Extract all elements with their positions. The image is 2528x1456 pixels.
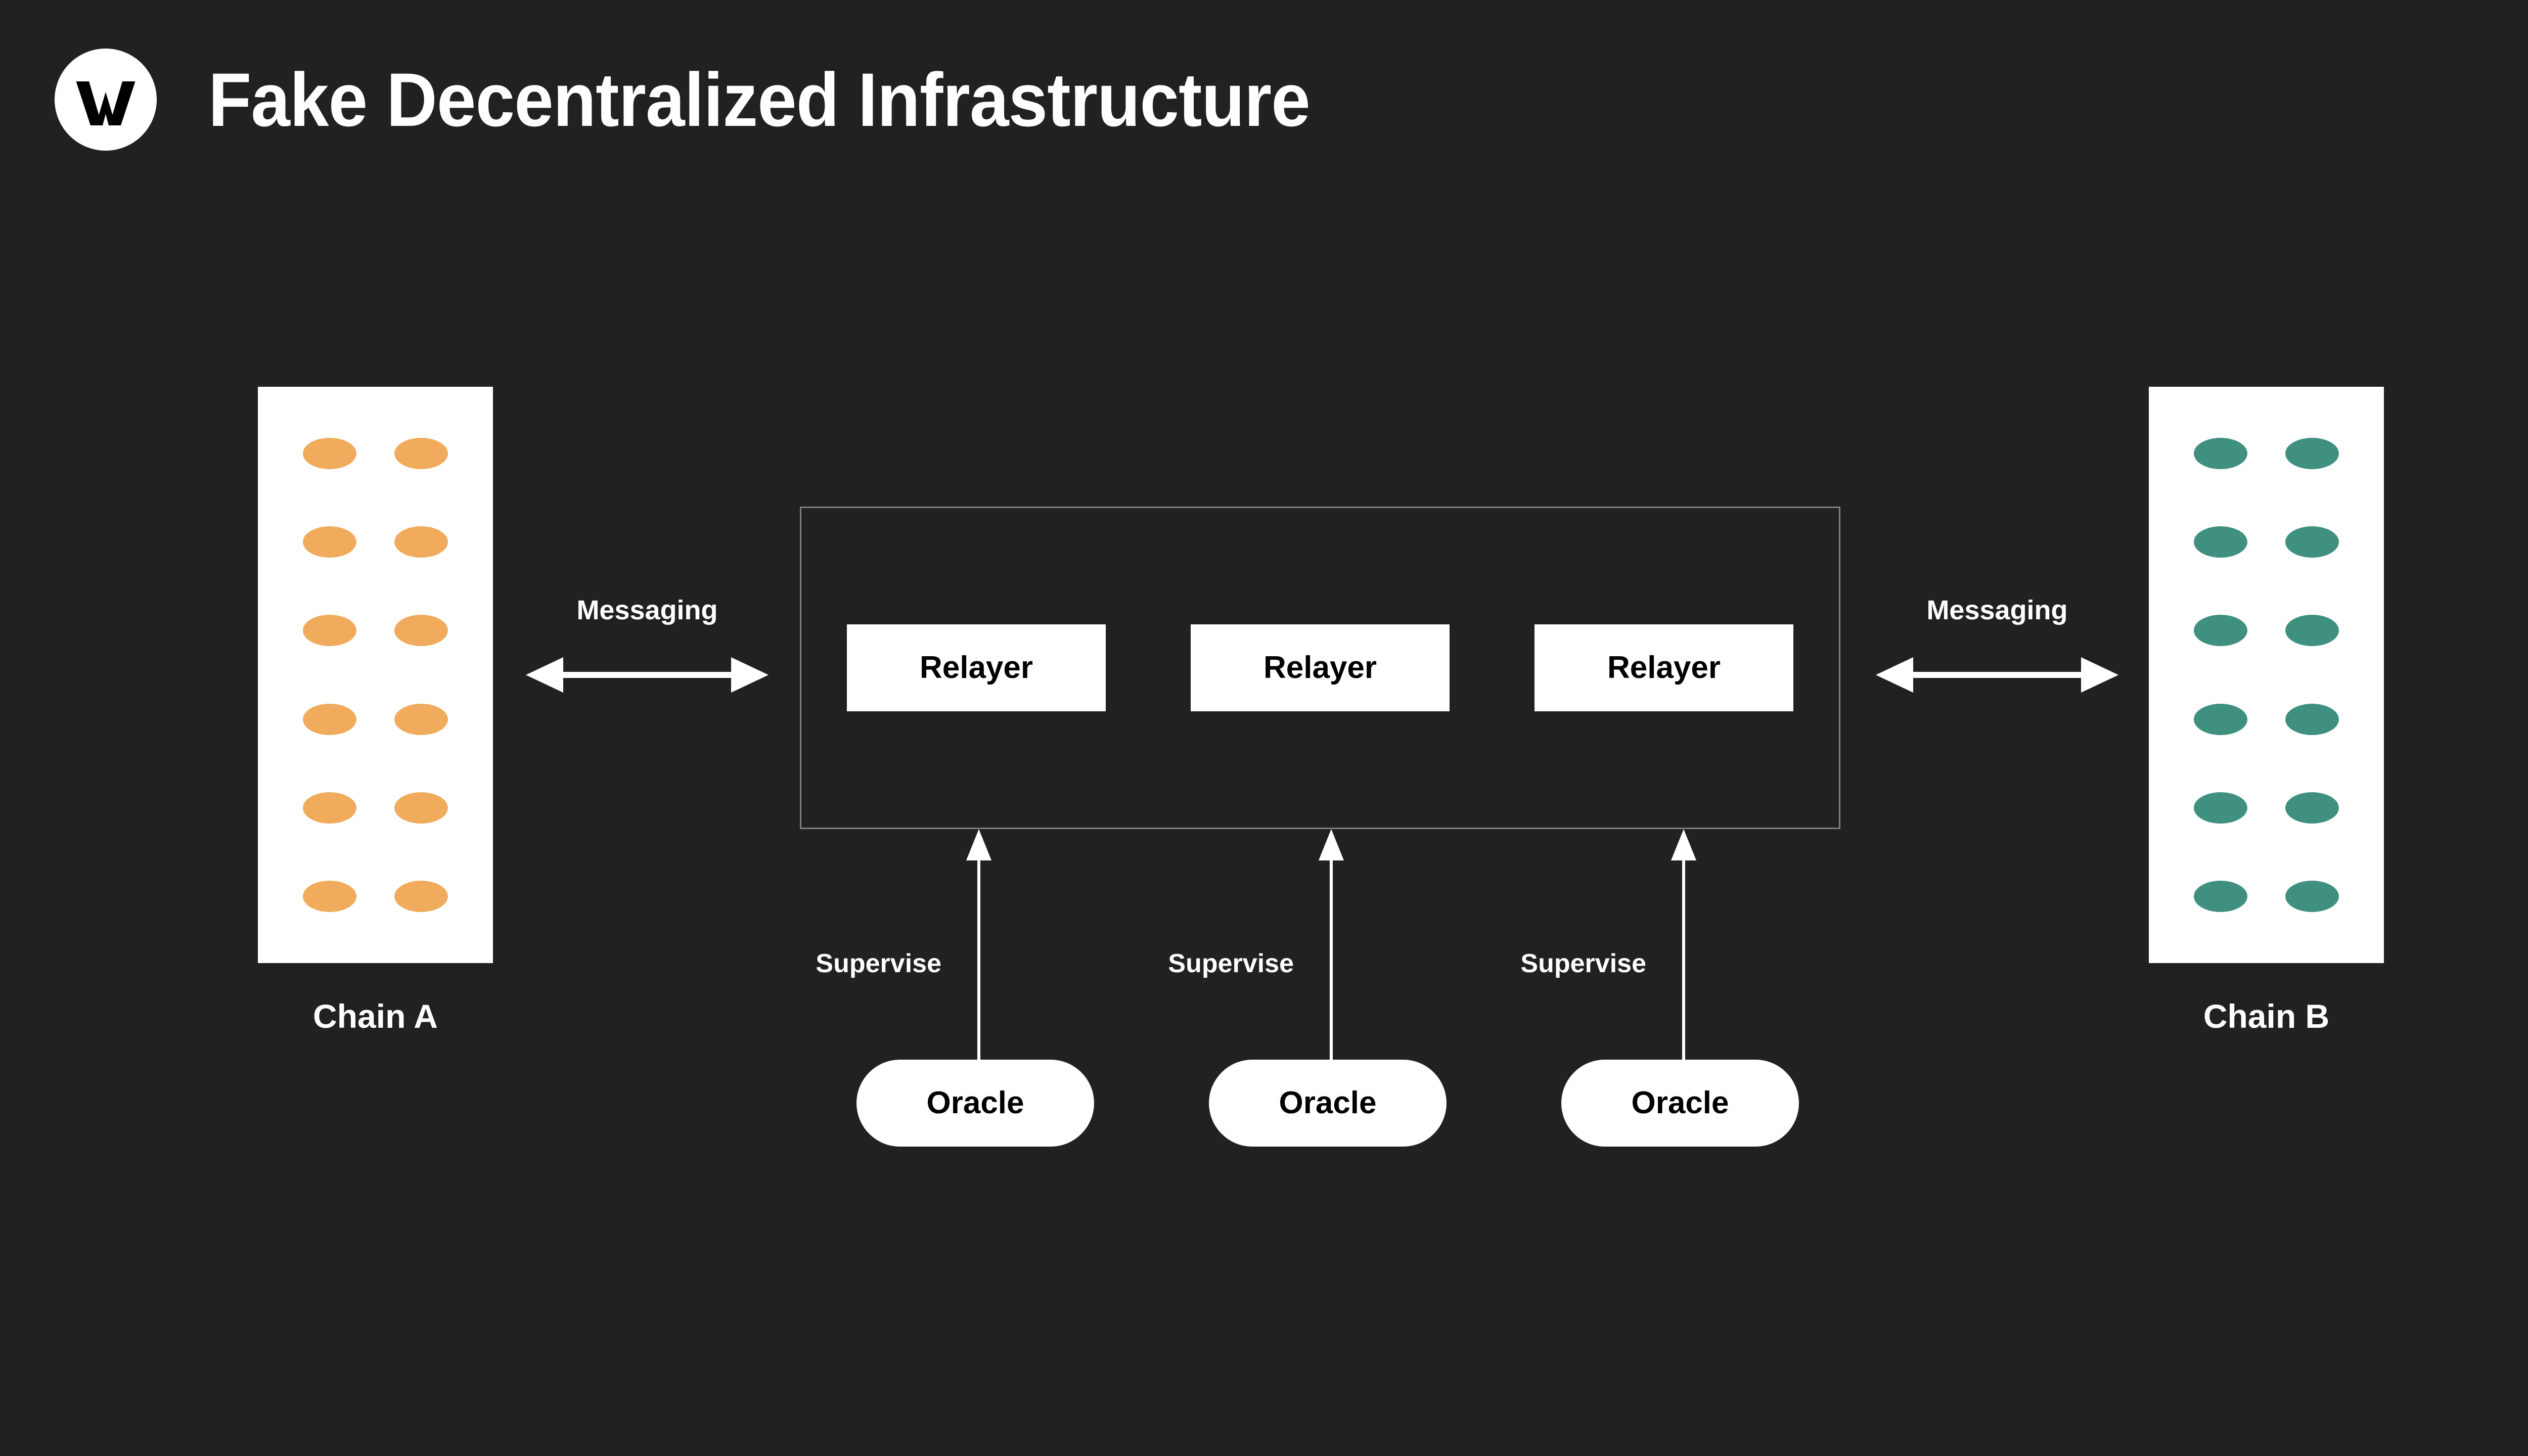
chain-a-node <box>394 615 448 647</box>
chain-b-node <box>2194 881 2248 913</box>
supervise-label-3: Supervise <box>1520 949 1646 978</box>
chain-a-node <box>303 526 357 558</box>
chain-a-node <box>394 792 448 824</box>
supervise-label-2: Supervise <box>1168 949 1294 978</box>
chain-a-panel <box>258 387 493 963</box>
chain-b-node <box>2194 792 2248 824</box>
relayer-row: Relayer Relayer Relayer <box>801 508 1839 828</box>
supervise-arrow-icon <box>966 829 991 1062</box>
supervise-arrow-icon <box>1319 829 1344 1062</box>
relayer-network-container: Relayer Relayer Relayer <box>800 507 1840 829</box>
chain-a-node <box>394 881 448 913</box>
chain-a-node <box>303 792 357 824</box>
messaging-left-label: Messaging <box>576 595 718 625</box>
chain-b-node <box>2285 792 2339 824</box>
chain-b-group: Chain B <box>2149 387 2384 1033</box>
chain-a-node <box>303 881 357 913</box>
chain-a-caption: Chain A <box>313 997 438 1035</box>
chain-b-node <box>2194 615 2248 647</box>
messaging-right-label: Messaging <box>1926 595 2068 625</box>
messaging-left-group: Messaging <box>521 597 774 697</box>
chain-a-node <box>394 703 448 735</box>
chain-a-node <box>303 703 357 735</box>
chain-b-node <box>2285 437 2339 469</box>
relayer-node-3[interactable]: Relayer <box>1534 624 1793 711</box>
chain-a-node <box>303 615 357 647</box>
relayer-node-2[interactable]: Relayer <box>1191 624 1450 711</box>
oracle-node-3[interactable]: Oracle <box>1561 1060 1799 1147</box>
chain-b-caption: Chain B <box>2203 997 2330 1035</box>
chain-b-node <box>2194 703 2248 735</box>
chain-b-node <box>2285 615 2339 647</box>
chain-a-node <box>394 437 448 469</box>
page-title: Fake Decentralized Infrastructure <box>208 57 1311 142</box>
oracle-node-2[interactable]: Oracle <box>1209 1060 1447 1147</box>
chain-a-group: Chain A <box>258 387 493 1033</box>
chain-b-node <box>2194 526 2248 558</box>
chain-a-node <box>303 437 357 469</box>
relayer-node-1[interactable]: Relayer <box>847 624 1106 711</box>
messaging-bidirectional-arrow-icon <box>1876 657 2118 693</box>
page-header: Fake Decentralized Infrastructure <box>55 49 1393 151</box>
chain-a-node <box>394 526 448 558</box>
chain-b-panel <box>2149 387 2384 963</box>
chain-b-node <box>2285 526 2339 558</box>
supervise-label-1: Supervise <box>816 949 941 978</box>
oracle-node-1[interactable]: Oracle <box>856 1060 1094 1147</box>
w-logo-icon <box>55 49 157 151</box>
chain-b-node <box>2194 437 2248 469</box>
chain-b-node <box>2285 881 2339 913</box>
chain-b-node <box>2285 703 2339 735</box>
messaging-bidirectional-arrow-icon <box>526 657 769 693</box>
supervise-arrow-icon <box>1671 829 1696 1062</box>
messaging-right-group: Messaging <box>1871 597 2124 697</box>
